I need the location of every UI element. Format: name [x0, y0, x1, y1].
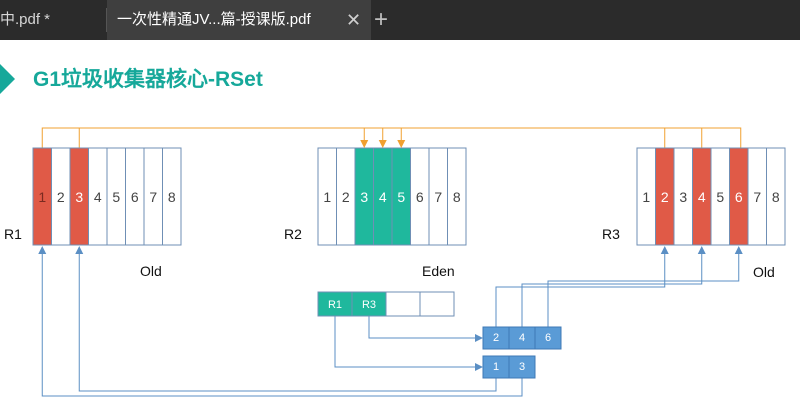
r3-cell: [766, 147, 786, 246]
r3-cell-number: 6: [734, 189, 743, 205]
r3-ref-card: 2: [492, 332, 500, 344]
arrowheads: [38, 140, 743, 371]
rset-r1-line: [334, 316, 476, 368]
tab-document-1[interactable]: 中.pdf *: [0, 0, 106, 40]
r1-ref-line: [41, 253, 523, 397]
r2-cell: [447, 147, 467, 246]
r1-ref-card: 3: [518, 361, 526, 373]
r1-ref-card: 1: [492, 361, 500, 373]
rset-cell: [419, 291, 455, 317]
r3-ref-line: [547, 253, 740, 327]
r3-cell-number: 5: [716, 189, 725, 205]
r3-ref-card: 4: [518, 332, 526, 344]
r2-cell-number: 7: [434, 189, 443, 205]
r1-cell-number: 2: [56, 189, 65, 205]
r1-cell: [162, 147, 182, 246]
r1-cell-number: 4: [93, 189, 102, 205]
tab-label: 中.pdf *: [0, 11, 51, 28]
r2-cell-number: 5: [397, 189, 406, 205]
rset-entry-r1: R1: [327, 299, 343, 311]
title-marker-icon: [0, 64, 15, 94]
arrow-up-icon: [734, 246, 743, 254]
region-r3-label: R3: [602, 226, 620, 242]
arrow-right-icon: [475, 334, 483, 342]
region-r2-label: R2: [284, 226, 302, 242]
r2-cell-number: 3: [360, 189, 369, 205]
r1-cell-number: 3: [75, 189, 84, 205]
r2-cell-number: 2: [341, 189, 350, 205]
r2-cell-number: 1: [323, 189, 332, 205]
region-cells: [32, 147, 786, 379]
arrow-up-icon: [75, 246, 84, 254]
rset-cell: [385, 291, 421, 317]
region-r3-type: Old: [753, 264, 775, 280]
arrow-right-icon: [475, 363, 483, 371]
arrow-up-icon: [660, 246, 669, 254]
tab-divider: [106, 8, 107, 32]
region-r1-label: R1: [4, 226, 22, 242]
r1-cell-number: 5: [112, 189, 121, 205]
tab-label: 一次性精通JV...篇-授课版.pdf: [117, 11, 311, 28]
r3-cell-number: 4: [697, 189, 706, 205]
close-icon[interactable]: ✕: [346, 10, 362, 30]
rset-r3-line: [368, 316, 476, 339]
connector-lines: [41, 127, 742, 397]
r1-cell-number: 1: [38, 189, 47, 205]
add-tab-icon[interactable]: +: [374, 6, 389, 33]
tab-bar: 中.pdf * 一次性精通JV...篇-授课版.pdf ✕ +: [0, 0, 800, 40]
arrow-down-icon: [397, 140, 406, 148]
arrow-up-icon: [38, 246, 47, 254]
r3-ref-card: 6: [544, 332, 552, 344]
region-r1-type: Old: [140, 263, 162, 279]
region-r2-type: Eden: [422, 263, 455, 279]
slide-title: G1垃圾收集器核心-RSet: [33, 68, 263, 91]
r1-cell-number: 8: [167, 189, 176, 205]
r2-cell-number: 6: [415, 189, 424, 205]
r3-cell-number: 7: [753, 189, 762, 205]
arrow-down-icon: [378, 140, 387, 148]
r1-ref-cell: [508, 355, 536, 379]
arrow-down-icon: [360, 140, 369, 148]
rset-entry-r3: R3: [361, 299, 377, 311]
r3-ref-line: [495, 253, 666, 327]
tab-document-2[interactable]: 一次性精通JV...篇-授课版.pdf: [107, 0, 371, 40]
r3-cell-number: 2: [660, 189, 669, 205]
r3-ref-line: [521, 253, 703, 327]
r1-cell-number: 6: [130, 189, 139, 205]
r2-cell-number: 4: [378, 189, 387, 205]
r2-cell-number: 8: [452, 189, 461, 205]
rset-cell: [351, 291, 387, 317]
r3-cell-number: 8: [771, 189, 780, 205]
r1-cell-number: 7: [149, 189, 158, 205]
arrow-up-icon: [697, 246, 706, 254]
r3-cell-number: 3: [679, 189, 688, 205]
r1-ref-line: [78, 253, 497, 392]
orange-reference-line: [41, 127, 742, 148]
r3-cell-number: 1: [642, 189, 651, 205]
r3-ref-cell: [534, 326, 562, 350]
